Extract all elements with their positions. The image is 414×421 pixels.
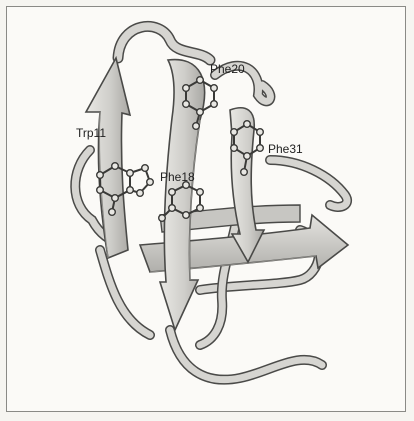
label-phe20: Phe20 [210,62,245,76]
label-trp11: Trp11 [76,126,106,140]
label-phe18: Phe18 [160,170,195,184]
label-phe31: Phe31 [268,142,303,156]
